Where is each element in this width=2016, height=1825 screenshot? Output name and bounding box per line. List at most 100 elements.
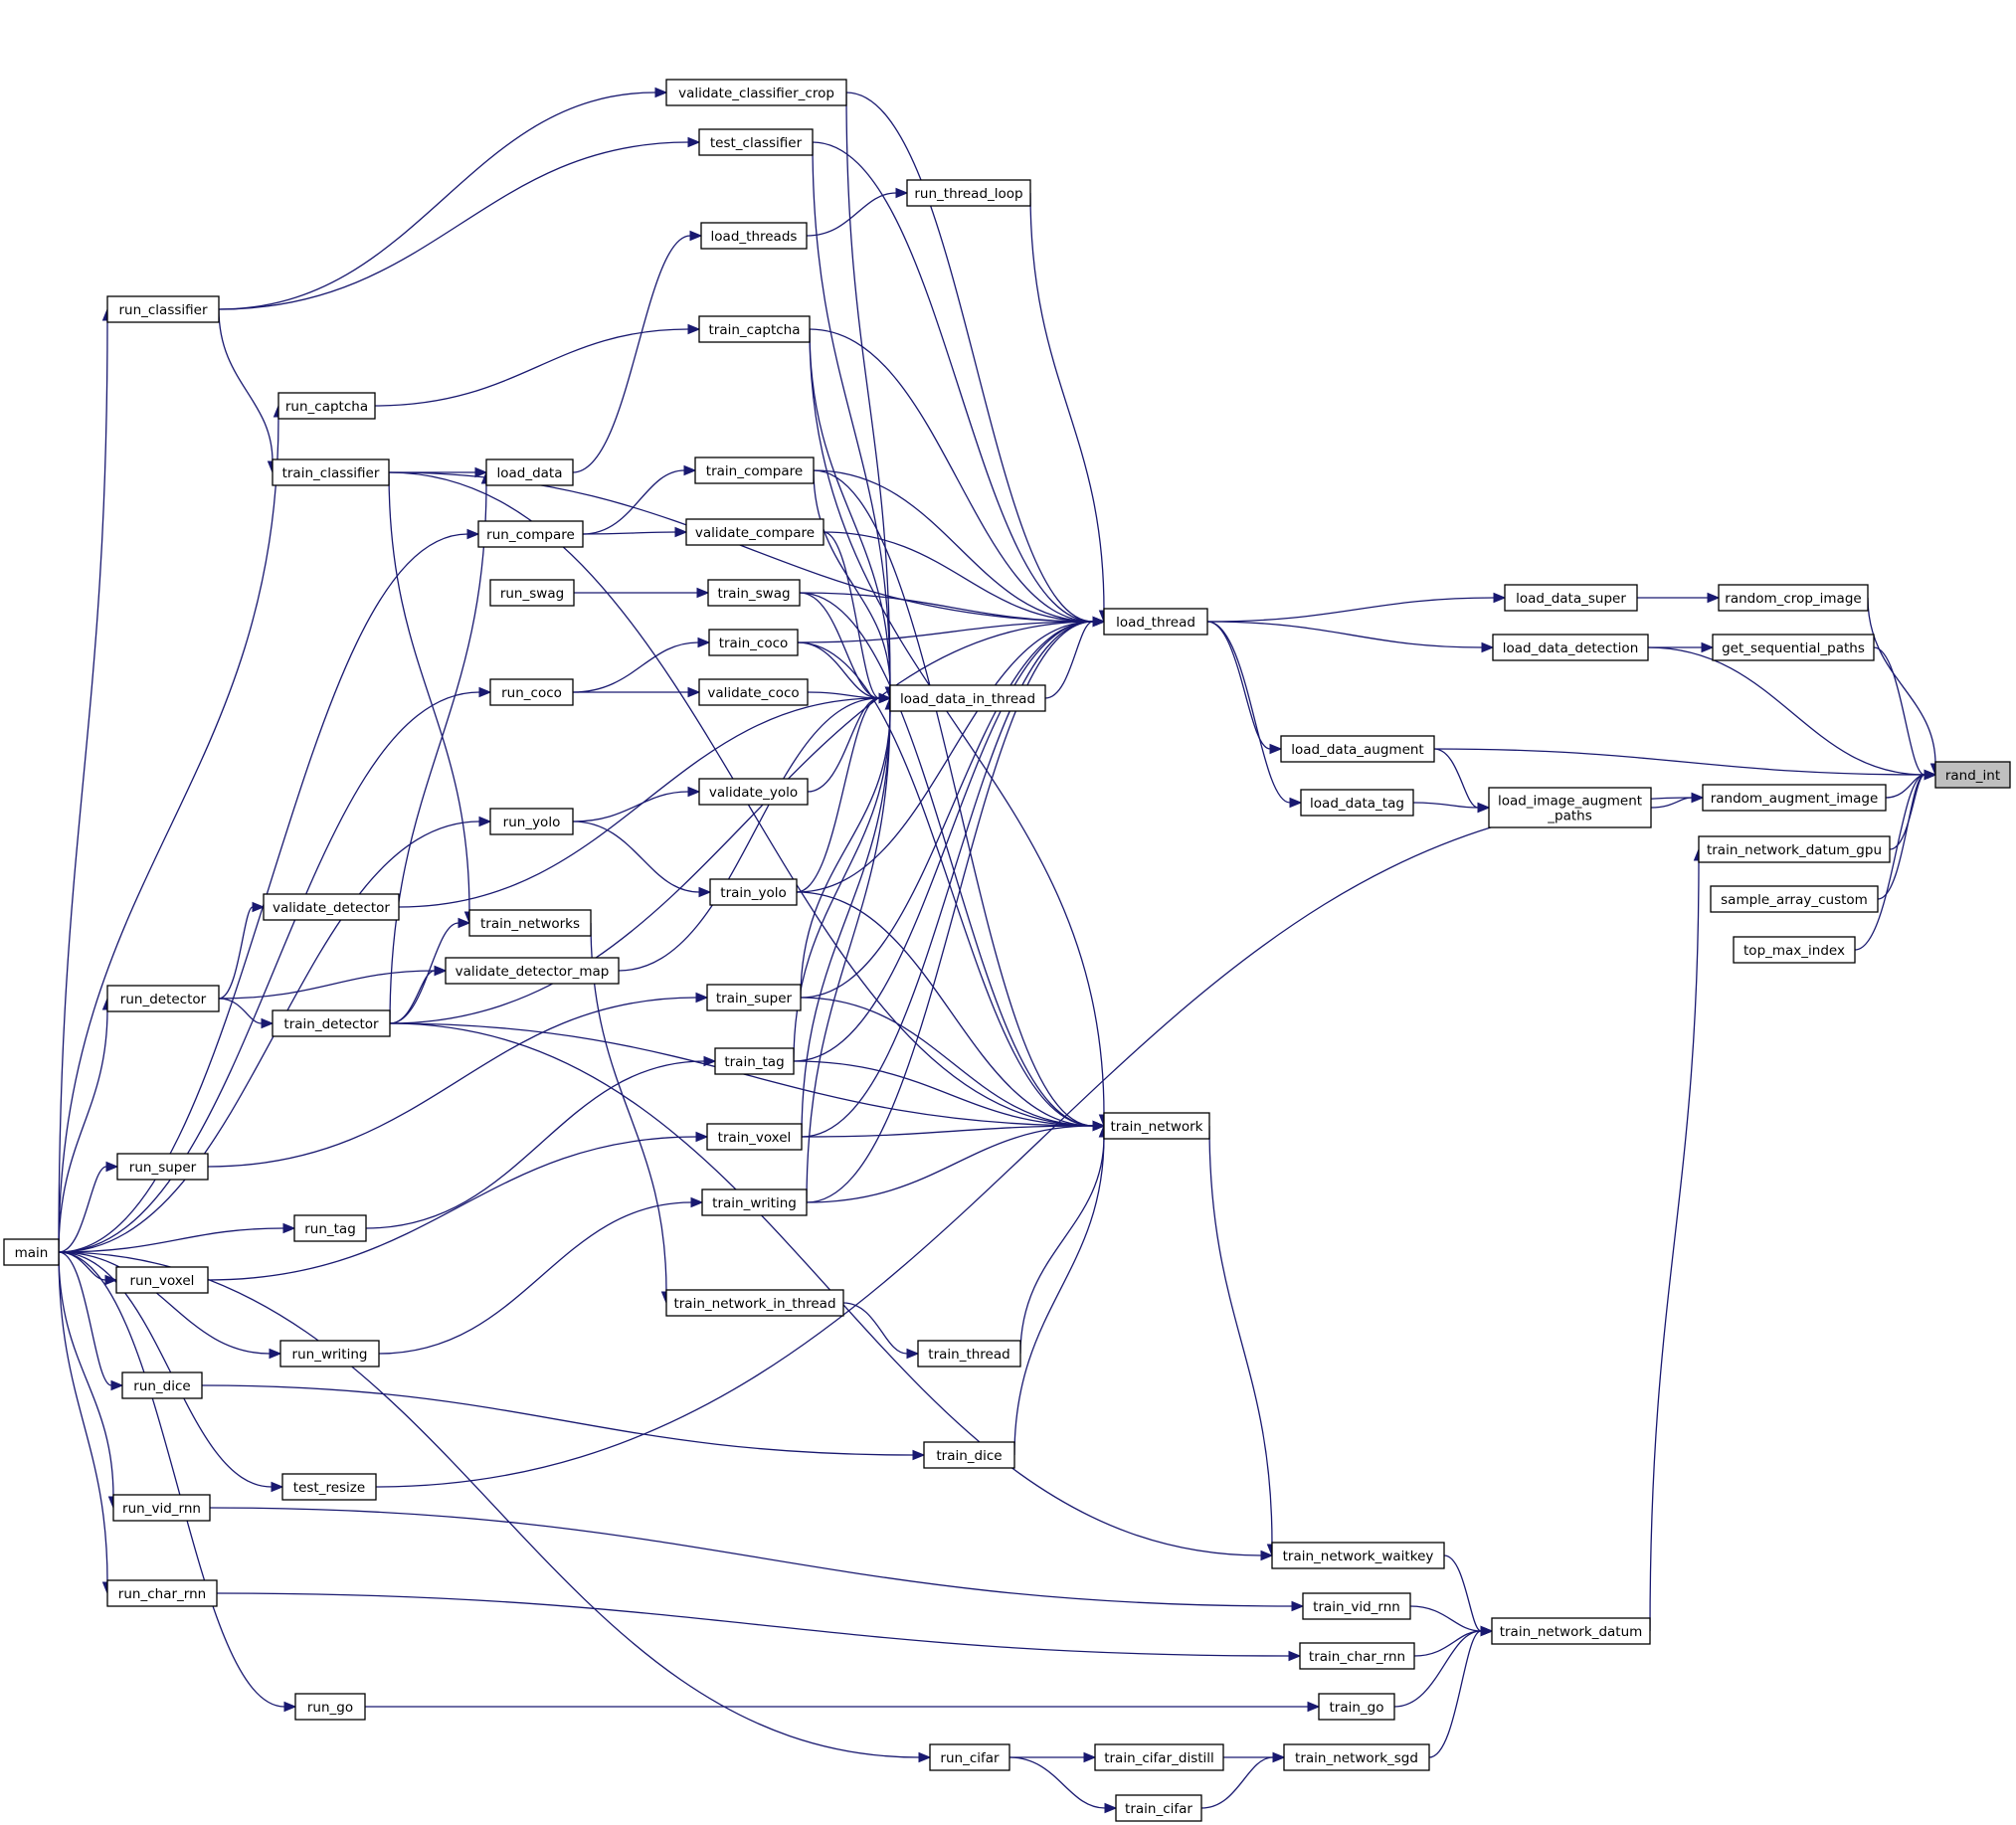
node-train-go[interactable]: train_go — [1318, 1693, 1395, 1721]
node-run-yolo[interactable]: run_yolo — [489, 808, 574, 835]
node-train-compare[interactable]: train_compare — [694, 456, 815, 484]
arrow-head — [703, 1055, 717, 1067]
node-validate-classifier-crop[interactable]: validate_classifier_crop — [665, 79, 847, 106]
node-top-max-index[interactable]: top_max_index — [1733, 936, 1856, 964]
edge-train-captcha-to-train-network — [809, 328, 1105, 1116]
node-run-classifier[interactable]: run_classifier — [106, 295, 220, 323]
node-box — [477, 520, 584, 548]
node-train-network-in-thread[interactable]: train_network_in_thread — [665, 1289, 844, 1317]
node-train-network-datum-gpu[interactable]: train_network_datum_gpu — [1698, 835, 1891, 863]
node-run-writing[interactable]: run_writing — [279, 1340, 380, 1368]
node-run-compare[interactable]: run_compare — [477, 520, 584, 548]
node-run-go[interactable]: run_go — [294, 1693, 366, 1721]
node-train-vid-rnn[interactable]: train_vid_rnn — [1302, 1592, 1411, 1620]
node-run-captcha[interactable]: run_captcha — [277, 392, 376, 420]
node-load-data-super[interactable]: load_data_super — [1504, 584, 1638, 612]
edge-main-to-run-classifier — [58, 319, 108, 1253]
edge-main-to-run-super — [58, 1166, 107, 1253]
node-box — [706, 1123, 803, 1151]
node-train-voxel[interactable]: train_voxel — [706, 1123, 803, 1151]
node-train-dice[interactable]: train_dice — [923, 1441, 1015, 1469]
node-train-network[interactable]: train_network — [1103, 1112, 1210, 1140]
node-box — [489, 808, 574, 835]
node-validate-coco[interactable]: validate_coco — [698, 678, 809, 706]
node-box — [1934, 761, 2011, 789]
node-validate-compare[interactable]: validate_compare — [685, 518, 825, 546]
node-run-super[interactable]: run_super — [116, 1153, 209, 1181]
node-train-captcha[interactable]: train_captcha — [698, 315, 811, 343]
node-load-thread[interactable]: load_thread — [1103, 608, 1208, 636]
node-train-tag[interactable]: train_tag — [714, 1047, 795, 1075]
node-load-data[interactable]: load_data — [485, 458, 574, 486]
arrow-head — [271, 1481, 284, 1493]
arrow-head — [1272, 1751, 1286, 1763]
edge-main-to-run-go — [58, 1251, 285, 1708]
node-run-detector[interactable]: run_detector — [106, 985, 220, 1012]
edge-train-network-in-thread-to-train-thread — [842, 1302, 908, 1355]
node-validate-yolo[interactable]: validate_yolo — [698, 778, 809, 806]
node-load-data-in-thread[interactable]: load_data_in_thread — [889, 684, 1046, 712]
node-label: train_vid_rnn — [1313, 1599, 1400, 1615]
node-label: run_captcha — [285, 399, 368, 415]
node-run-thread-loop[interactable]: run_thread_loop — [906, 179, 1031, 207]
node-train-char-rnn[interactable]: train_char_rnn — [1299, 1642, 1415, 1670]
node-train-network-datum[interactable]: train_network_datum — [1491, 1617, 1651, 1645]
node-run-char-rnn[interactable]: run_char_rnn — [106, 1579, 218, 1607]
node-run-swag[interactable]: run_swag — [489, 579, 575, 607]
node-label: main — [15, 1245, 49, 1261]
node-load-threads[interactable]: load_threads — [700, 222, 808, 250]
node-rand-int[interactable]: rand_int — [1934, 761, 2011, 789]
node-random-augment-image[interactable]: random_augment_image — [1702, 784, 1887, 812]
arrow-head — [695, 1131, 709, 1143]
edge-train-network-datum-to-train-network-datum-gpu — [1649, 859, 1700, 1632]
node-train-swag[interactable]: train_swag — [707, 579, 801, 607]
node-label: run_coco — [501, 685, 562, 701]
arrow-head — [434, 965, 448, 977]
node-sample-array-custom[interactable]: sample_array_custom — [1710, 885, 1879, 913]
node-train-cifar[interactable]: train_cifar — [1115, 1794, 1202, 1822]
node-validate-detector[interactable]: validate_detector — [263, 893, 400, 921]
node-train-super[interactable]: train_super — [706, 984, 802, 1011]
node-test-classifier[interactable]: test_classifier — [698, 128, 814, 156]
node-train-yolo[interactable]: train_yolo — [709, 878, 798, 906]
arrow-head — [1480, 1625, 1494, 1637]
node-run-dice[interactable]: run_dice — [121, 1371, 203, 1399]
edge-train-writing-to-train-network — [806, 1125, 1094, 1203]
arrow-head — [474, 466, 488, 478]
node-train-detector[interactable]: train_detector — [272, 1009, 391, 1037]
edge-run-compare-to-validate-compare — [582, 531, 676, 535]
node-box — [1492, 634, 1649, 661]
edge-run-writing-to-train-writing — [378, 1201, 692, 1355]
node-run-vid-rnn[interactable]: run_vid_rnn — [112, 1494, 211, 1522]
node-validate-detector-map[interactable]: validate_detector_map — [445, 957, 620, 985]
node-get-sequential-paths[interactable]: get_sequential_paths — [1712, 634, 1875, 661]
node-random-crop-image[interactable]: random_crop_image — [1718, 584, 1869, 612]
node-box — [665, 79, 847, 106]
node-train-network-waitkey[interactable]: train_network_waitkey — [1271, 1542, 1445, 1569]
node-load-data-tag[interactable]: load_data_tag — [1300, 789, 1414, 817]
node-test-resize[interactable]: test_resize — [281, 1473, 377, 1501]
arrow-head — [104, 1274, 118, 1286]
node-load-data-detection[interactable]: load_data_detection — [1492, 634, 1649, 661]
edge-run-detector-to-train-detector — [218, 998, 263, 1024]
node-train-classifier[interactable]: train_classifier — [272, 458, 390, 486]
node-label: train_swag — [717, 586, 790, 602]
node-run-tag[interactable]: run_tag — [293, 1214, 367, 1242]
arrow-head — [687, 786, 701, 798]
edge-run-vid-rnn-to-train-vid-rnn — [209, 1507, 1293, 1607]
node-train-writing[interactable]: train_writing — [701, 1188, 808, 1216]
node-run-voxel[interactable]: run_voxel — [115, 1266, 209, 1294]
node-train-network-sgd[interactable]: train_network_sgd — [1283, 1743, 1430, 1771]
node-run-cifar[interactable]: run_cifar — [929, 1743, 1010, 1771]
edge-train-writing-to-load-thread — [806, 621, 1094, 1203]
node-main[interactable]: main — [3, 1238, 60, 1266]
node-train-networks[interactable]: train_networks — [468, 909, 592, 937]
node-run-coco[interactable]: run_coco — [489, 678, 574, 706]
node-train-thread[interactable]: train_thread — [917, 1340, 1021, 1368]
node-train-cifar-distill[interactable]: train_cifar_distill — [1094, 1743, 1224, 1771]
node-label: train_cifar_distill — [1104, 1750, 1214, 1766]
node-load-image-augment-paths[interactable]: load_image_augment_paths — [1488, 787, 1652, 828]
node-train-coco[interactable]: train_coco — [708, 629, 799, 656]
node-load-data-augment[interactable]: load_data_augment — [1280, 735, 1435, 763]
arrow-head — [1477, 802, 1491, 814]
